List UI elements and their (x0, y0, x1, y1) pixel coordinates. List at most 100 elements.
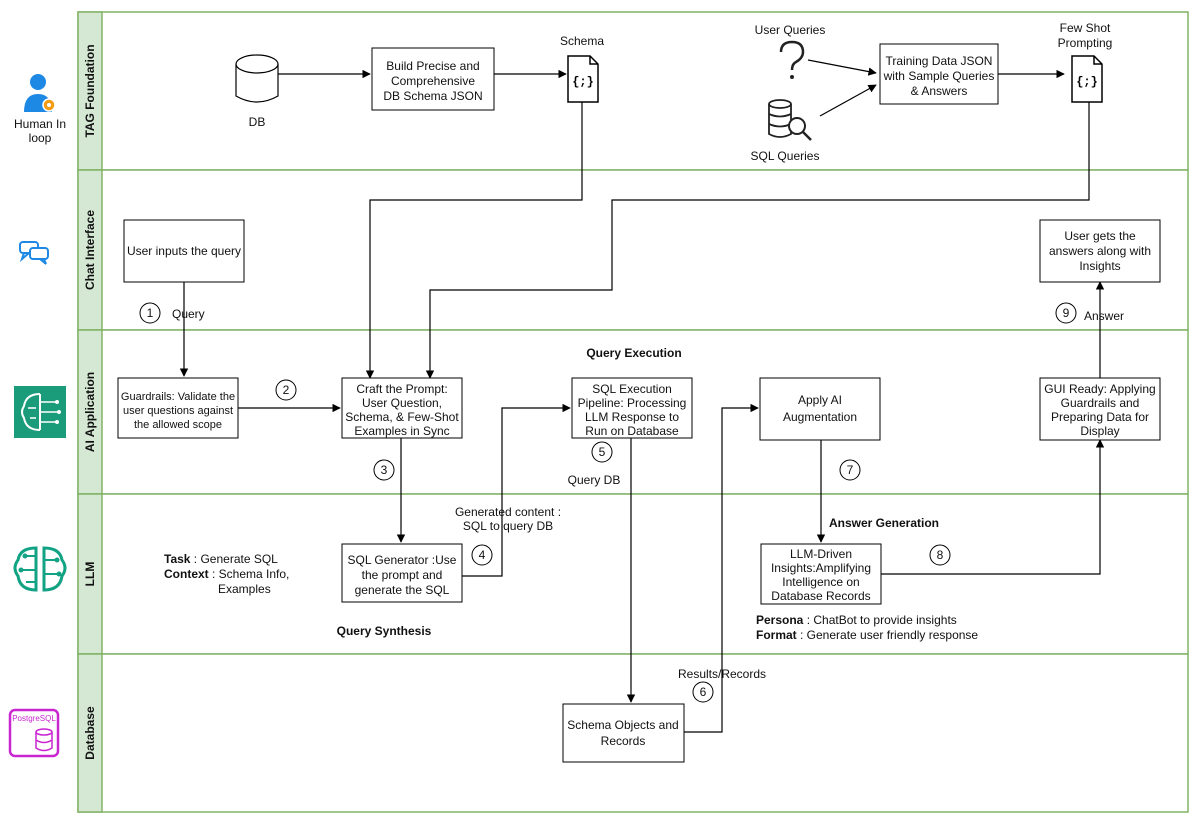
chat-bubbles-icon (19, 241, 49, 265)
step-3-number: 3 (381, 463, 388, 477)
persona-line: Persona : ChatBot to provide insights (756, 613, 957, 627)
human-in-loop-label-1: Human In (14, 117, 66, 131)
query-db-label: Query DB (568, 473, 621, 487)
generated-content-line-1: Generated content : (455, 505, 561, 519)
step-6-number: 6 (700, 685, 707, 699)
step-1-circle (139, 302, 161, 324)
few-shot-label-2: Prompting (1058, 36, 1113, 50)
step-8-circle (929, 544, 951, 566)
postgresql-icon-text: PostgreSQL (12, 714, 56, 723)
format-value: : Generate user friendly response (797, 628, 979, 642)
context-line: Context : Schema Info, (164, 567, 289, 581)
answer-label: Answer (1084, 309, 1124, 323)
db-label: DB (249, 115, 266, 129)
step-9-circle (1055, 302, 1077, 324)
user-gets-line-2: answers along with (1049, 244, 1151, 258)
edge-schema-to-craft (365, 102, 583, 379)
build-schema-box (371, 47, 495, 111)
llm-brain-icon (13, 546, 67, 592)
sql-exec-line-4: Run on Database (585, 424, 679, 438)
step-8-number: 8 (937, 548, 944, 562)
db-cylinder (235, 54, 279, 103)
craft-prompt-box (341, 377, 463, 439)
question-mark-icon (779, 40, 805, 79)
sql-exec-box (571, 377, 693, 439)
step-4-circle (471, 544, 493, 566)
task-line: Task : Generate SQL (164, 552, 278, 566)
craft-prompt-line-3: Schema, & Few-Shot (345, 410, 459, 424)
build-schema-line-1: Build Precise and (386, 59, 479, 73)
edge-userqueries-to-training (807, 59, 877, 76)
user-gets-box (1039, 219, 1161, 283)
user-inputs-box (123, 219, 245, 283)
connectors (179, 59, 1105, 733)
llm-insights-line-2: Insights:Amplifying (771, 561, 871, 575)
gui-ready-line-2: Guardrails and (1061, 396, 1140, 410)
answer-generation-label: Answer Generation (829, 516, 939, 530)
context-value: : Schema Info, (209, 567, 290, 581)
lane-title-database: Database (83, 706, 97, 760)
postgresql-icon: PostgreSQL (8, 708, 60, 758)
schema-label: Schema (560, 34, 604, 48)
sql-generator-line-1: SQL Generator :Use (348, 553, 457, 567)
gui-ready-box (1039, 377, 1161, 441)
llm-insights-line-1: LLM-Driven (790, 547, 852, 561)
schema-json-file-icon: {;} (567, 55, 599, 103)
user-gets-line-3: Insights (1079, 259, 1120, 273)
sql-generator-box (341, 543, 463, 603)
lane-title-llm: LLM (83, 562, 97, 587)
apply-ai-line-1: Apply AI (798, 393, 842, 407)
format-line: Format : Generate user friendly response (756, 628, 978, 642)
sql-queries-label: SQL Queries (751, 149, 820, 163)
human-in-loop-label-2: loop (29, 131, 52, 145)
sql-generator-line-2: the prompt and (362, 568, 443, 582)
build-schema-line-3: DB Schema JSON (383, 89, 482, 103)
sql-exec-line-1: SQL Execution (592, 382, 672, 396)
edge-insights-to-gui (881, 439, 1105, 575)
user-queries-label: User Queries (755, 23, 826, 37)
step-6-circle (692, 681, 714, 703)
edge-sqlqueries-to-training (819, 84, 877, 117)
lane-title-chat-interface: Chat Interface (83, 210, 97, 290)
user-inputs-text: User inputs the query (127, 244, 241, 258)
results-records-label: Results/Records (678, 667, 766, 681)
guardrails-box (117, 377, 239, 439)
edge-sqlgen-to-exec (462, 403, 571, 577)
query-execution-label: Query Execution (586, 346, 681, 360)
step-9-number: 9 (1063, 306, 1070, 320)
schema-objects-line-1: Schema Objects and (567, 718, 678, 732)
lane-title-ai-application: AI Application (83, 372, 97, 452)
craft-prompt-line-1: Craft the Prompt: (356, 382, 447, 396)
persona-key: Persona (756, 613, 804, 627)
query-synthesis-label: Query Synthesis (337, 624, 432, 638)
persona-value: : ChatBot to provide insights (803, 613, 956, 627)
human-in-loop-icon (24, 74, 56, 112)
schema-objects-box (562, 703, 685, 763)
craft-prompt-line-4: Examples in Sync (354, 424, 449, 438)
context-line-2: Examples (218, 582, 271, 596)
step-4-number: 4 (479, 548, 486, 562)
edge-records-to-apply-ai (684, 403, 759, 733)
schema-json-glyph: {;} (572, 75, 594, 89)
task-key: Task (164, 552, 191, 566)
build-schema-line-2: Comprehensive (391, 74, 475, 88)
sql-exec-line-2: Pipeline: Processing (578, 396, 687, 410)
step-7-number: 7 (847, 463, 854, 477)
guardrails-line-2: user questions against (123, 405, 233, 417)
step-5-circle (591, 441, 613, 463)
user-gets-line-1: User gets the (1064, 229, 1136, 243)
apply-ai-line-2: Augmentation (783, 410, 857, 424)
sql-exec-line-3: LLM Response to (585, 410, 679, 424)
lane-chat-interface: Chat Interface (77, 169, 1189, 331)
step-2-circle (275, 379, 297, 401)
task-value: : Generate SQL (190, 552, 278, 566)
step-7-circle (839, 459, 861, 481)
llm-insights-box (760, 543, 882, 605)
guardrails-line-3: the allowed scope (134, 419, 222, 431)
llm-insights-line-3: Intelligence on (782, 575, 859, 589)
edge-fewshot-to-craft (425, 102, 1090, 379)
generated-content-line-2: SQL to query DB (463, 519, 553, 533)
step-1-number: 1 (147, 306, 154, 320)
step-5-number: 5 (599, 445, 606, 459)
